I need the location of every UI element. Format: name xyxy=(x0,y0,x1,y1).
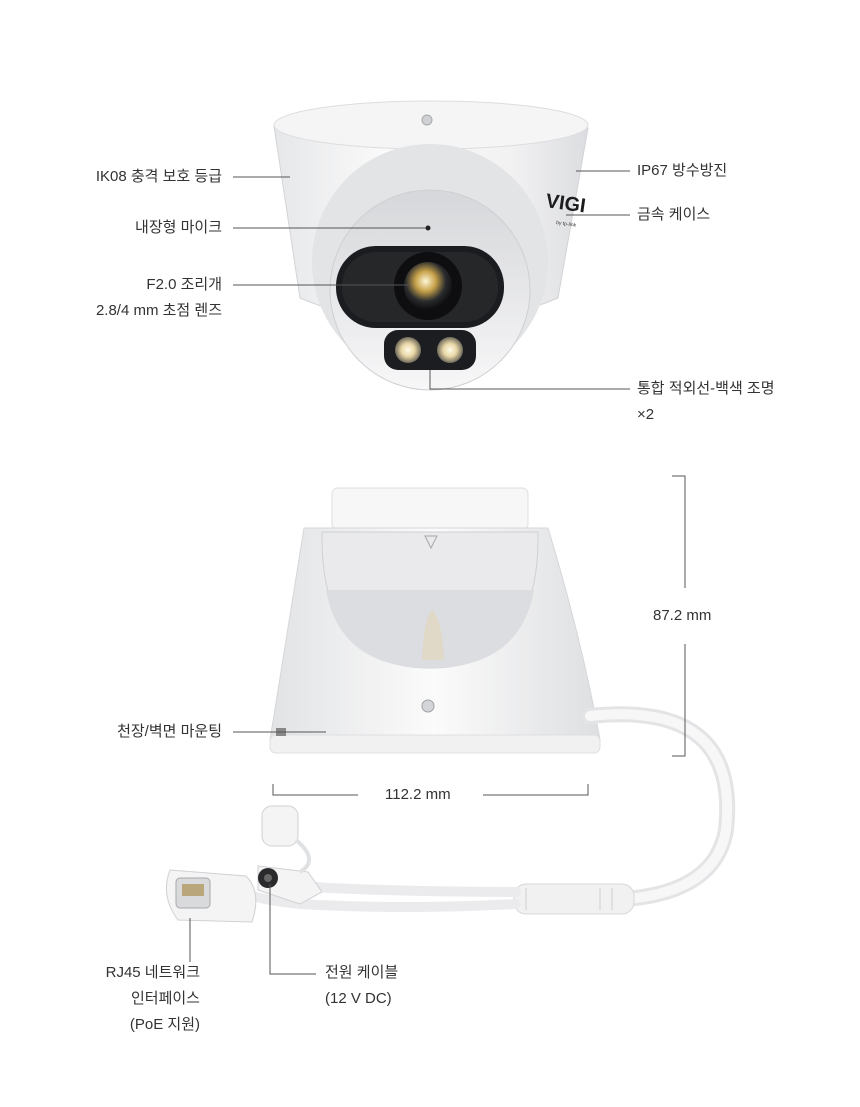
label-lens-line1: F2.0 조리개 xyxy=(146,276,222,293)
label-ik08: IK08 충격 보호 등급 xyxy=(95,168,222,185)
label-lens-line2: 2.8/4 mm 초점 렌즈 xyxy=(95,302,222,319)
label-light-line1: 통합 적외선-백색 조명 xyxy=(637,380,775,397)
top-leader-lines xyxy=(233,170,630,390)
label-rj45-line2: 인터페이스 xyxy=(130,990,200,1007)
label-metal-case: 금속 케이스 xyxy=(637,206,711,223)
label-mount: 천장/벽면 마운팅 xyxy=(117,723,222,740)
side-leader-lines xyxy=(189,475,686,975)
camera-side-view xyxy=(165,487,736,923)
label-power-line1: 전원 케이블 xyxy=(325,964,399,981)
label-width: 112.2 mm xyxy=(385,786,451,803)
label-mic: 내장형 마이크 xyxy=(135,219,222,236)
label-rj45-line1: RJ45 네트워크 xyxy=(105,964,200,981)
label-light-line2: ×2 xyxy=(637,406,655,423)
label-power-line2: (12 V DC) xyxy=(325,990,392,1007)
camera-front-view: VIGI by tp-link xyxy=(273,100,589,391)
brand-subtext: by tp-link xyxy=(556,220,577,229)
label-ip67: IP67 방수방진 xyxy=(637,162,728,179)
label-rj45-line3: (PoE 지원) xyxy=(129,1016,200,1033)
label-height: 87.2 mm xyxy=(653,607,712,624)
